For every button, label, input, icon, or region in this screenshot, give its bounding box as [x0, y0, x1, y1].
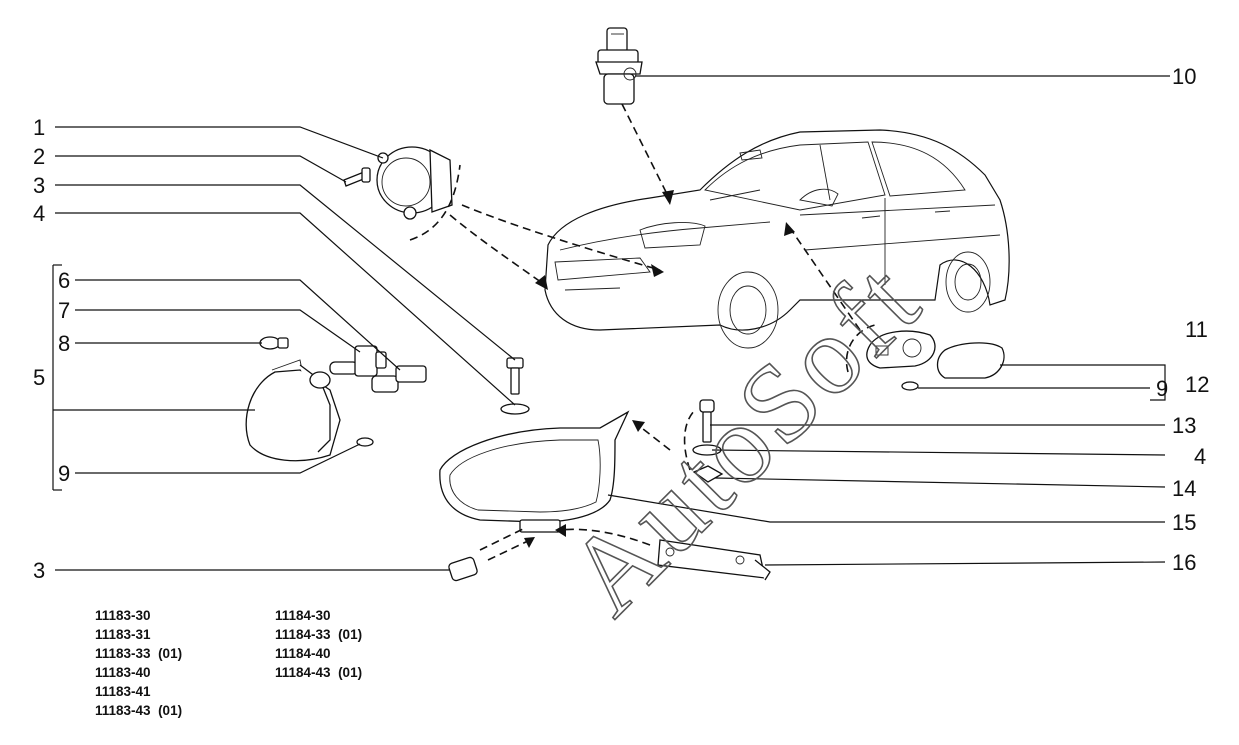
model-code: 11183-30 [95, 608, 151, 623]
callout-numbers: 1 2 3 4 5 6 7 8 9 3 10 11 12 9 13 4 14 1… [33, 64, 1209, 583]
callout-9-left: 9 [58, 461, 70, 486]
model-code: 11183-33 (01) [95, 646, 183, 661]
model-code: 11184-30 [275, 608, 331, 623]
callout-15: 15 [1172, 510, 1196, 535]
side-repeater-part [866, 330, 1005, 391]
callout-5: 5 [33, 365, 45, 390]
callout-11: 11 [1185, 317, 1208, 342]
install-arrows [409, 103, 876, 561]
callout-9-right: 9 [1156, 376, 1168, 401]
model-code: 11183-41 [95, 684, 151, 699]
bolt-lower-part [448, 556, 478, 582]
callout-1: 1 [33, 115, 45, 140]
callout-3-upper: 3 [33, 173, 45, 198]
callout-12: 12 [1185, 372, 1209, 397]
model-codes-right: 11184-30 11184-33 (01) 11184-40 11184-43… [275, 606, 362, 682]
callout-16: 16 [1172, 550, 1196, 575]
bracket-part [657, 539, 771, 581]
callout-14: 14 [1172, 476, 1196, 501]
callout-3-lower: 3 [33, 558, 45, 583]
headlamp-left-part [245, 359, 341, 462]
halogen-bulb-part [329, 345, 387, 377]
callout-13: 13 [1172, 413, 1196, 438]
sensor-part [595, 27, 643, 105]
callout-2: 2 [33, 144, 45, 169]
leader-lines [52, 75, 1170, 571]
car-outline [544, 129, 1010, 349]
model-code: 11184-43 (01) [275, 665, 363, 680]
callout-10: 10 [1172, 64, 1196, 89]
callout-6: 6 [58, 268, 70, 293]
fog-lamp-part [376, 146, 453, 220]
screw-part [343, 167, 371, 187]
model-code: 11183-40 [95, 665, 151, 680]
bulb-holder-part [371, 365, 427, 393]
model-code: 11184-40 [275, 646, 331, 661]
headlamp-main-part [439, 410, 630, 533]
small-bulb-part [356, 437, 374, 447]
callout-4-upper: 4 [33, 201, 45, 226]
model-code: 11183-43 (01) [95, 703, 183, 718]
bolt-upper-part [500, 357, 530, 415]
model-codes-left: 11183-30 11183-31 11183-33 (01) 11183-40… [95, 606, 182, 720]
callout-8: 8 [58, 331, 70, 356]
callout-4-lower: 4 [1194, 444, 1206, 469]
model-code: 11184-33 (01) [275, 627, 363, 642]
bulb-part [259, 336, 289, 350]
model-code: 11183-31 [95, 627, 151, 642]
callout-7: 7 [58, 298, 70, 323]
